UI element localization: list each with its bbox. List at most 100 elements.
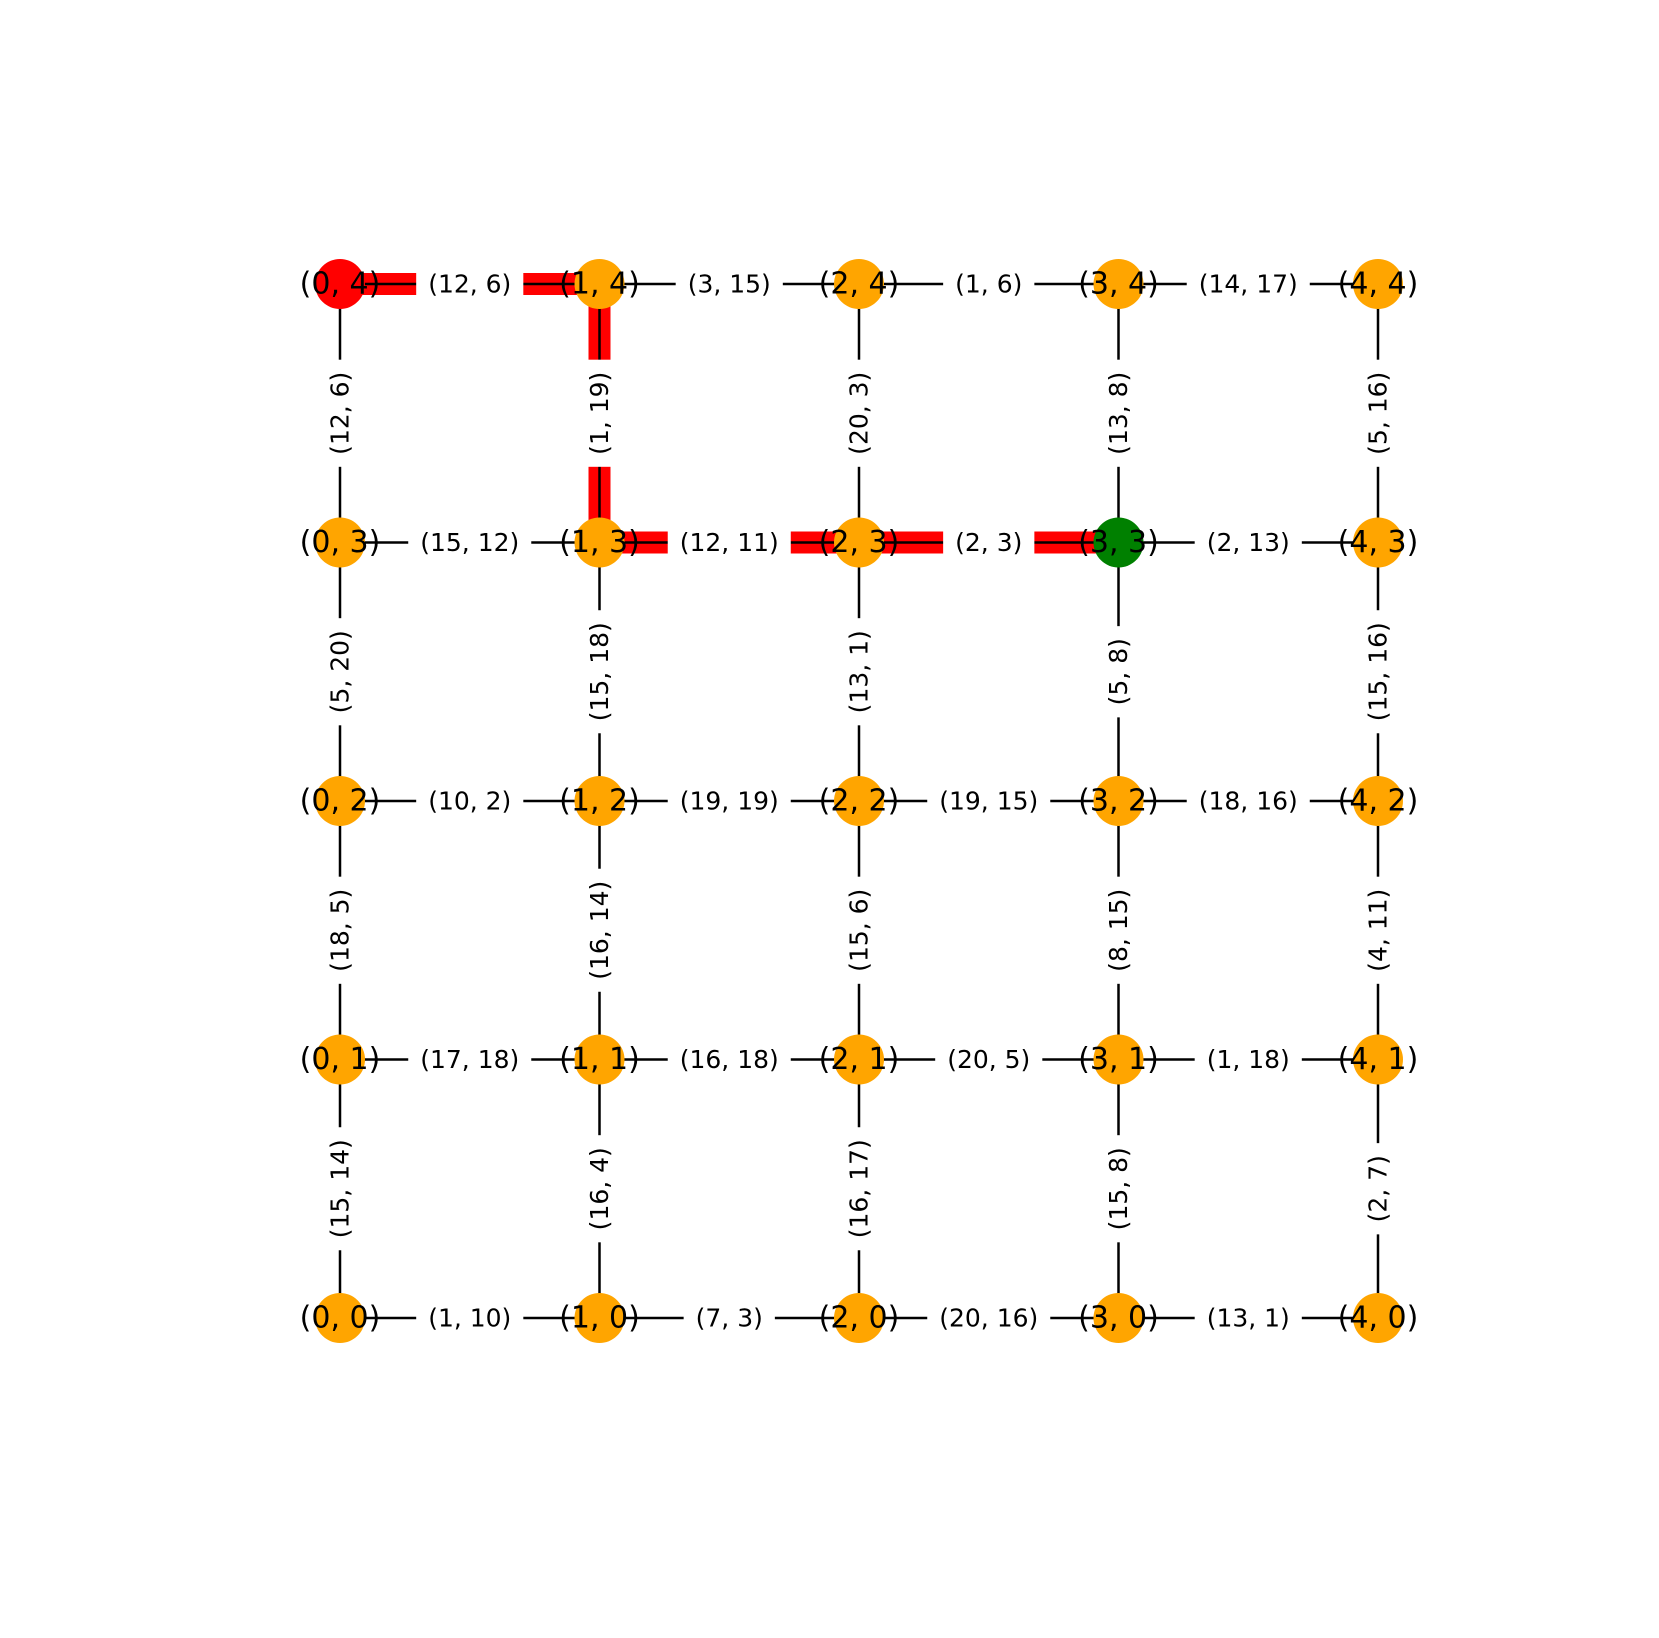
node-label: (1, 4) xyxy=(559,267,640,302)
edge-label-text: (3, 15) xyxy=(688,270,771,299)
edge-label-background xyxy=(1102,876,1135,984)
edge-label-text: (18, 5) xyxy=(326,889,355,972)
edge-label: (13, 1) xyxy=(1194,1301,1302,1335)
node-label: (2, 4) xyxy=(819,267,900,302)
edge-label: (1, 19) xyxy=(583,359,616,467)
edge-label-text: (16, 17) xyxy=(845,1139,874,1238)
edge-label-text: (12, 6) xyxy=(428,270,511,299)
edge-label-background xyxy=(667,1043,791,1076)
graph-node xyxy=(1353,517,1403,568)
edge-label: (15, 12) xyxy=(408,526,532,559)
graph-node xyxy=(834,259,884,309)
edge-label-text: (20, 16) xyxy=(939,1304,1038,1333)
edge-label-background xyxy=(323,1127,357,1251)
edge-label: (16, 4) xyxy=(583,1135,616,1243)
node-label: (1, 3) xyxy=(559,525,640,560)
edge-label-text: (15, 14) xyxy=(326,1139,355,1238)
edge-label-text: (2, 7) xyxy=(1364,1155,1393,1222)
edge-label: (20, 3) xyxy=(842,359,876,467)
edge-label-background xyxy=(927,784,1051,818)
node-label: (1, 1) xyxy=(559,1042,640,1077)
node-label: (3, 0) xyxy=(1078,1301,1159,1336)
edge-label: (8, 15) xyxy=(1102,876,1135,984)
edge-label: (19, 15) xyxy=(927,784,1051,818)
edge-label-text: (2, 13) xyxy=(1207,528,1290,557)
node-label: (2, 3) xyxy=(819,525,900,560)
node-label: (2, 1) xyxy=(819,1042,900,1077)
edge-label: (12, 6) xyxy=(416,267,524,301)
node-label: (0, 2) xyxy=(300,784,381,819)
edge-label-background xyxy=(667,526,791,559)
edge-label: (16, 14) xyxy=(583,868,616,992)
graph-node xyxy=(834,1034,884,1085)
edge-label-text: (8, 15) xyxy=(1104,889,1133,972)
edge-label: (15, 8) xyxy=(1102,1135,1135,1243)
graph-node xyxy=(574,517,625,568)
edge-label-background xyxy=(1194,1043,1302,1076)
edge-label: (2, 13) xyxy=(1194,526,1302,559)
graph-node xyxy=(574,1293,625,1343)
graph-node xyxy=(1093,259,1144,309)
node-label: (1, 2) xyxy=(559,784,640,819)
edge-label-text: (15, 8) xyxy=(1104,1147,1133,1230)
edge-label: (1, 18) xyxy=(1194,1043,1302,1076)
edge-label: (13, 1) xyxy=(842,618,876,726)
node-label: (3, 1) xyxy=(1078,1042,1159,1077)
node-label: (4, 1) xyxy=(1338,1042,1419,1077)
edge-label: (12, 11) xyxy=(667,526,791,559)
edge-label-text: (12, 6) xyxy=(326,372,355,455)
edge-label-background xyxy=(323,876,357,984)
path-layer xyxy=(340,273,1119,554)
edge-label: (1, 10) xyxy=(416,1301,524,1335)
graph-node xyxy=(1353,259,1403,309)
edge-label-text: (2, 3) xyxy=(955,528,1022,557)
edge-label: (16, 17) xyxy=(842,1127,876,1251)
edge-label-background xyxy=(1102,626,1135,718)
node-label: (0, 4) xyxy=(300,267,381,302)
edge-label-background xyxy=(583,1135,616,1243)
edge-label-background xyxy=(1361,610,1395,734)
edge-label-text: (19, 15) xyxy=(939,787,1038,816)
edge-label-background xyxy=(1361,359,1395,467)
edge-label-text: (5, 16) xyxy=(1364,372,1393,455)
goal-node xyxy=(1093,517,1144,568)
nodes-layer xyxy=(315,259,1403,1343)
edge-label: (3, 15) xyxy=(675,267,783,301)
edge-label: (7, 3) xyxy=(683,1301,775,1335)
edge-label: (13, 8) xyxy=(1102,359,1135,467)
node-label: (0, 0) xyxy=(300,1301,381,1336)
edge-label-text: (5, 20) xyxy=(326,630,355,713)
edge-label-background xyxy=(1361,1143,1395,1235)
edge-label-background xyxy=(1102,359,1135,467)
edge-label-text: (18, 16) xyxy=(1199,787,1298,816)
node-label: (4, 3) xyxy=(1338,525,1419,560)
edge-label-text: (14, 17) xyxy=(1199,270,1298,299)
edge-label: (15, 16) xyxy=(1361,610,1395,734)
edge-label: (17, 18) xyxy=(408,1043,532,1076)
edge-label-background xyxy=(416,267,524,301)
edge-label-text: (16, 4) xyxy=(585,1147,614,1230)
edge-label-background xyxy=(583,868,616,992)
edge-label-text: (4, 11) xyxy=(1364,889,1393,972)
node-label: (3, 2) xyxy=(1078,784,1159,819)
edge-label-background xyxy=(1194,1301,1302,1335)
edge-label-text: (5, 8) xyxy=(1104,638,1133,705)
graph-node xyxy=(315,517,365,568)
edge-label-text: (1, 18) xyxy=(1207,1045,1290,1074)
edge-label: (12, 6) xyxy=(323,359,357,467)
graph-node xyxy=(1353,776,1403,826)
edge-label: (5, 8) xyxy=(1102,626,1135,718)
graph-node xyxy=(315,1293,365,1343)
edge-label-background xyxy=(583,359,616,467)
edge-label-text: (19, 19) xyxy=(680,787,779,816)
edge-label-text: (20, 5) xyxy=(947,1045,1030,1074)
edge-label-text: (7, 3) xyxy=(696,1304,763,1333)
edge-label: (15, 14) xyxy=(323,1127,357,1251)
edge-labels-layer: (12, 6)(3, 15)(1, 6)(14, 17)(15, 12)(12,… xyxy=(323,267,1395,1335)
node-label: (1, 0) xyxy=(559,1301,640,1336)
node-label: (2, 2) xyxy=(819,784,900,819)
edge-label-text: (15, 16) xyxy=(1364,622,1393,721)
edge-label-background xyxy=(408,1043,532,1076)
graph-node xyxy=(834,517,884,568)
